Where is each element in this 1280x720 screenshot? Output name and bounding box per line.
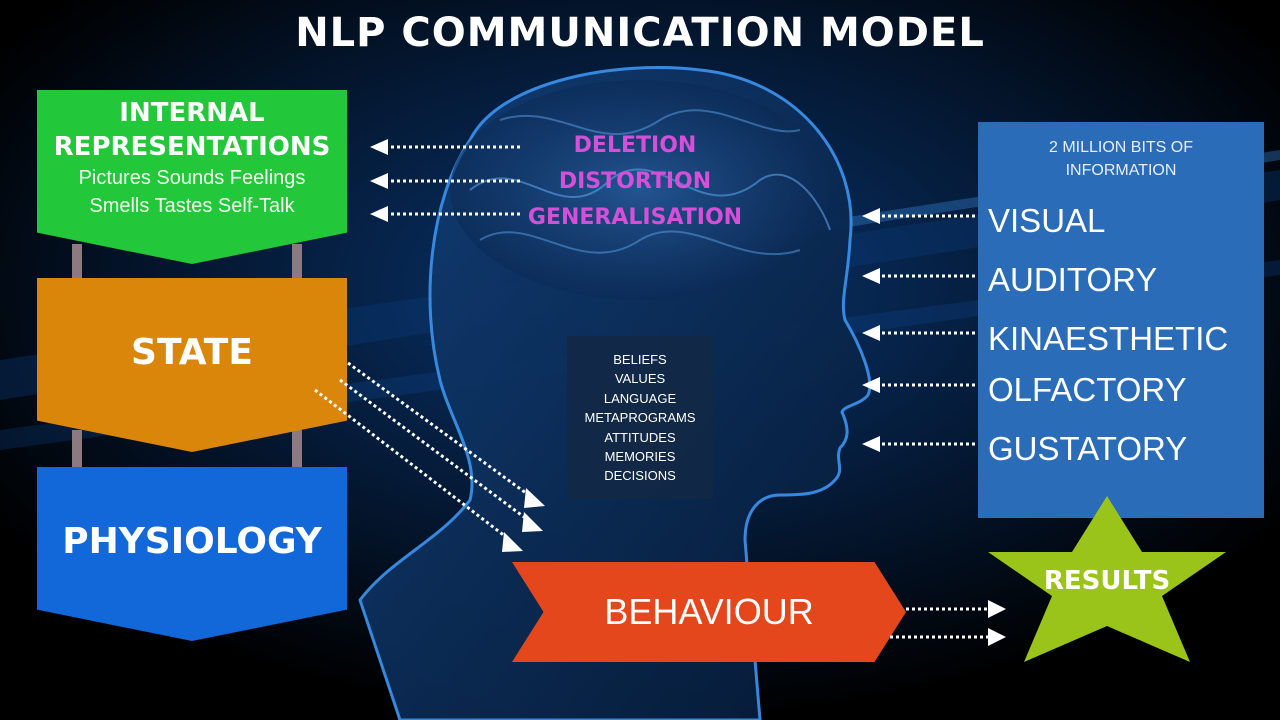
heading-line: INTERNAL xyxy=(119,98,265,128)
arrowhead xyxy=(370,139,388,155)
arrowhead xyxy=(862,325,880,341)
filters-list: DELETION DISTORTION GENERALISATION xyxy=(520,128,750,236)
physiology-label: PHYSIOLOGY xyxy=(62,521,322,562)
beliefs-item: DECISIONS xyxy=(604,468,676,484)
arrowhead xyxy=(524,488,545,508)
internal-representations-heading: INTERNAL REPRESENTATIONS xyxy=(37,96,347,164)
heading-line: REPRESENTATIONS xyxy=(53,132,331,162)
results-label: RESULTS xyxy=(1043,566,1171,596)
arrowhead xyxy=(988,628,1006,646)
filter-deletion: DELETION xyxy=(573,133,697,158)
sense-olfactory: OLFACTORY xyxy=(988,371,1187,408)
arrowhead xyxy=(862,377,880,393)
filter-generalisation: GENERALISATION xyxy=(527,205,743,230)
information-heading: 2 MILLION BITS OF INFORMATION xyxy=(978,136,1264,182)
heading-line: INFORMATION xyxy=(1065,162,1177,179)
sense-gustatory: GUSTATORY xyxy=(988,430,1188,467)
arrowhead xyxy=(370,173,388,189)
subtext-line: Smells Tastes Self-Talk xyxy=(89,195,295,217)
subtext-line: Pictures Sounds Feelings xyxy=(78,167,306,189)
arrowhead xyxy=(370,206,388,222)
beliefs-item: ATTITUDES xyxy=(604,429,676,445)
connector-right-bottom xyxy=(292,430,302,472)
page-title: NLP COMMUNICATION MODEL xyxy=(295,10,985,56)
internal-representations-subtext: Pictures Sounds Feelings Smells Tastes S… xyxy=(37,164,347,220)
arrowhead xyxy=(522,512,543,532)
beliefs-item: METAPROGRAMS xyxy=(584,410,696,426)
beliefs-box: BELIEFS VALUES LANGUAGE METAPROGRAMS ATT… xyxy=(567,336,713,499)
beliefs-item: VALUES xyxy=(614,371,666,387)
connector-left-top xyxy=(72,244,82,284)
sense-auditory: AUDITORY xyxy=(988,261,1158,298)
heading-line: 2 MILLION BITS OF xyxy=(1048,139,1194,156)
arrowhead xyxy=(988,600,1006,618)
arrowhead xyxy=(862,268,880,284)
internal-representations-box: INTERNAL REPRESENTATIONS Pictures Sounds… xyxy=(37,90,347,264)
beliefs-item: MEMORIES xyxy=(604,449,676,465)
results-star-shape xyxy=(988,496,1226,662)
state-box: STATE xyxy=(37,278,347,452)
arrowhead xyxy=(862,436,880,452)
connector-right-top xyxy=(292,244,302,284)
information-box: 2 MILLION BITS OF INFORMATION VISUAL AUD… xyxy=(978,122,1264,518)
sense-kinaesthetic: KINAESTHETIC xyxy=(988,320,1229,357)
beliefs-item: BELIEFS xyxy=(613,352,667,367)
arrowhead xyxy=(502,532,523,552)
beliefs-item: LANGUAGE xyxy=(603,390,677,406)
arrowhead xyxy=(862,208,880,224)
sense-visual: VISUAL xyxy=(988,202,1106,239)
connector-left-bottom xyxy=(72,430,82,472)
behaviour-arrow: BEHAVIOUR xyxy=(512,562,906,662)
state-label: STATE xyxy=(131,332,253,373)
physiology-box: PHYSIOLOGY xyxy=(37,467,347,641)
filter-distortion: DISTORTION xyxy=(558,169,712,194)
